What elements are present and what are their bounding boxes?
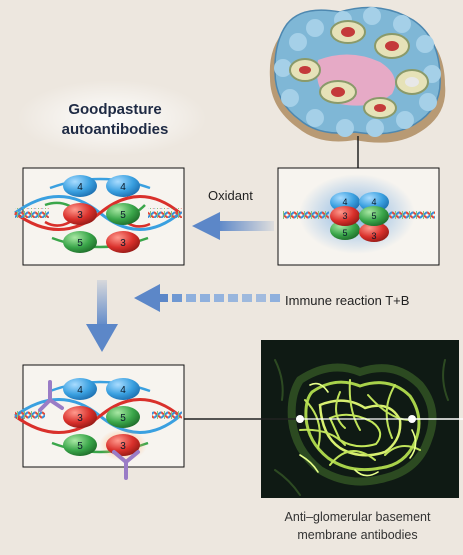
- immune-reaction-label: Immune reaction T+B: [285, 293, 410, 308]
- domain-label: 4: [77, 182, 83, 193]
- glomerulus-cross-section: [269, 6, 446, 143]
- domain-label: 3: [120, 238, 126, 249]
- domain-3-bottom-right: [106, 231, 140, 253]
- domain-4-top-left: [63, 175, 97, 197]
- downward-arrow: [86, 280, 118, 352]
- micrograph-caption: Anti–glomerular basement membrane antibo…: [284, 510, 431, 542]
- domain-5-bottom-left: [63, 434, 97, 456]
- immune-reaction-arrow: [134, 284, 280, 312]
- domain-5-bottom-left: [63, 231, 97, 253]
- marker-dot: [408, 415, 416, 423]
- domain-label: 5: [120, 413, 126, 424]
- domain-label: 5: [77, 441, 83, 452]
- hexamer-box-top-left: 4 4 3 5 5 3: [14, 167, 185, 266]
- domain-3-mid-left: [63, 406, 97, 428]
- hexamer-box-bottom-left: 4 4 3 5 5 3: [14, 364, 185, 480]
- oxidant-arrow: [192, 212, 274, 240]
- domain-label: 4: [120, 385, 126, 396]
- title-halo: [17, 80, 207, 156]
- antibody-icon: [112, 450, 140, 480]
- domain-label: 3: [77, 413, 83, 424]
- diagram-title: Goodpasture autoantibodies: [61, 101, 169, 138]
- domain-label: 4: [342, 197, 347, 207]
- antibody-icon: [38, 380, 64, 412]
- domain-3-mid-left: [63, 203, 97, 225]
- domain-3-bottom-right: [359, 222, 389, 242]
- domain-4-top-right: [359, 192, 389, 212]
- domain-label: 3: [120, 441, 126, 452]
- domain-3-mid-left: [330, 206, 360, 226]
- domain-label: 4: [120, 182, 126, 193]
- domain-label: 5: [371, 211, 376, 221]
- domain-4-top-left: [330, 192, 360, 212]
- domain-label: 3: [371, 231, 376, 241]
- domain-label: 5: [120, 210, 126, 221]
- domain-4-top-right: [106, 175, 140, 197]
- oxidant-label: Oxidant: [208, 188, 253, 203]
- domain-5-mid-right: [359, 206, 389, 226]
- domain-label: 3: [77, 210, 83, 221]
- domain-label: 3: [342, 211, 347, 221]
- domain-5-bottom-left: [330, 220, 360, 240]
- domain-5-mid-right: [106, 203, 140, 225]
- domain-label: 5: [342, 228, 347, 238]
- domain-label: 4: [371, 197, 376, 207]
- domain-5-mid-right: [106, 406, 140, 428]
- domain-label: 5: [77, 238, 83, 249]
- domain-4-top-left: [63, 378, 97, 400]
- domain-4-top-right: [106, 378, 140, 400]
- marker-dot: [296, 415, 304, 423]
- hexamer-box-top-right: 4 4 3 5 5 3: [277, 167, 440, 266]
- domain-label: 4: [77, 385, 83, 396]
